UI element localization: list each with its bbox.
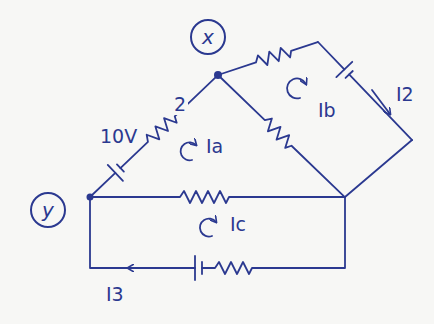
node-label-circle: y bbox=[30, 192, 66, 228]
loop-arrow bbox=[287, 78, 306, 98]
wire bbox=[345, 140, 412, 197]
middle-branch bbox=[90, 191, 345, 203]
wire bbox=[90, 197, 195, 268]
loop-current-label: Ic bbox=[228, 214, 248, 235]
top-branch bbox=[216, 36, 319, 80]
junction-dot bbox=[214, 71, 222, 79]
resistance-label: 2 bbox=[172, 94, 188, 115]
branch-current-label: I2 bbox=[394, 84, 416, 105]
node-text: x bbox=[202, 27, 214, 47]
current-arrow bbox=[128, 267, 155, 269]
loop-current-label: Ib bbox=[316, 100, 338, 121]
top-battery-branch bbox=[310, 34, 420, 147]
battery-symbol bbox=[194, 256, 196, 280]
left-branch bbox=[82, 67, 225, 205]
loop-arrow bbox=[200, 219, 216, 237]
current-arrow bbox=[372, 90, 390, 114]
loop-arrow bbox=[181, 142, 196, 160]
loop-current-label: Ia bbox=[204, 136, 225, 157]
branch-current-label: I3 bbox=[104, 284, 126, 305]
voltage-label: 10V bbox=[98, 126, 139, 147]
right-branch bbox=[214, 71, 349, 202]
node-label-circle: x bbox=[190, 19, 226, 55]
node-text: y bbox=[42, 200, 54, 220]
bottom-branch bbox=[202, 197, 345, 274]
junction-dot bbox=[87, 194, 94, 201]
